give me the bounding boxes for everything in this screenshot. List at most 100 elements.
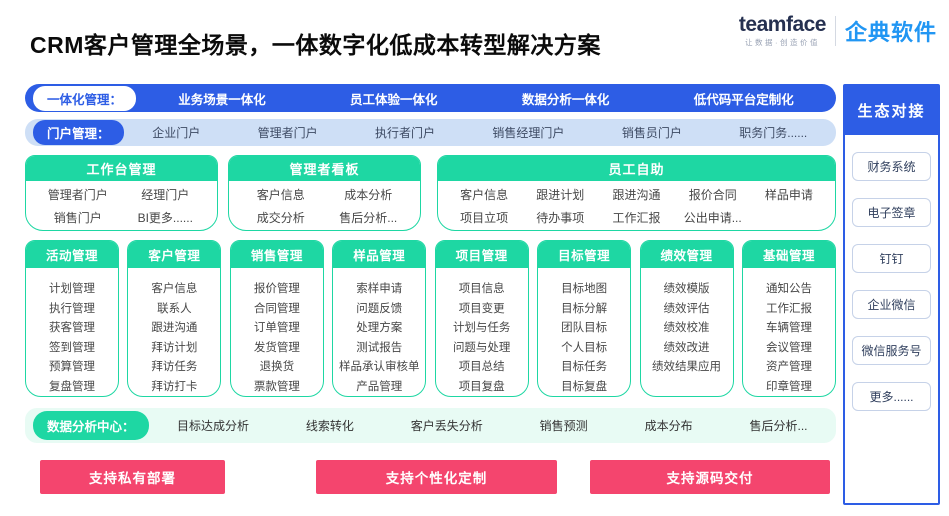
portal-item: 职务门务...... [739, 126, 808, 140]
card-item: 管理者门户 [47, 188, 108, 202]
card-employee-selfservice: 员工自助 客户信息 跟进计划 跟进沟通 报价合同 样品申请 项目立项 待办事项 … [437, 155, 836, 231]
module-items: 报价管理 合同管理 订单管理 发货管理 退换货 票款管理 [231, 268, 323, 396]
integration-bar-items: 业务场景一体化 员工体验一体化 数据分析一体化 低代码平台定制化 [136, 89, 836, 108]
module-items: 绩效模版 绩效评估 绩效校准 绩效改进 绩效结果应用 [641, 268, 733, 378]
module-sales: 销售管理 报价管理 合同管理 订单管理 发货管理 退换货 票款管理 [229, 240, 324, 397]
module-item: 客户信息 [151, 283, 198, 295]
analysis-bar: 数据分析中心： 目标达成分析 线索转化 客户丢失分析 销售预测 成本分布 售后分… [25, 408, 836, 443]
eco-item-finance: 财务系统 [852, 152, 931, 181]
card-employee-selfservice-items: 客户信息 跟进计划 跟进沟通 报价合同 样品申请 项目立项 待办事项 工作汇报 … [438, 181, 835, 230]
module-item: 项目复盘 [458, 380, 505, 393]
card-item: 售后分析... [339, 211, 398, 225]
module-item: 绩效校准 [663, 322, 710, 334]
support-private-deploy-banner: 支持私有部署 [40, 460, 225, 494]
card-workbench: 工作台管理 管理者门户 经理门户 销售门户 BI更多...... [25, 155, 218, 231]
module-item: 目标复盘 [561, 380, 608, 393]
module-items: 目标地图 目标分解 团队目标 个人目标 目标任务 目标复盘 [538, 268, 630, 396]
portal-item: 销售员门户 [621, 126, 682, 140]
analysis-item: 目标达成分析 [176, 419, 249, 433]
module-item: 拜访任务 [151, 361, 198, 373]
module-grid: 活动管理 计划管理 执行管理 获客管理 签到管理 预算管理 复盘管理 客户管理 … [25, 240, 836, 397]
logo-brand-text: teamface [738, 13, 827, 36]
integration-item: 员工体验一体化 [350, 92, 438, 107]
analysis-bar-items: 目标达成分析 线索转化 客户丢失分析 销售预测 成本分布 售后分析... [149, 417, 836, 434]
card-workbench-title: 工作台管理 [26, 156, 217, 181]
card-manager-board-title: 管理者看板 [229, 156, 420, 181]
module-item: 目标分解 [561, 302, 608, 315]
module-item: 工作汇报 [765, 302, 812, 315]
portal-bar-items: 企业门户 管理者门户 执行者门户 销售经理门户 销售员门户 职务门务...... [124, 124, 836, 141]
card-workbench-items: 管理者门户 经理门户 销售门户 BI更多...... [26, 181, 217, 230]
integration-bar-label: 一体化管理： [33, 85, 137, 111]
integration-item: 数据分析一体化 [521, 92, 610, 107]
portal-bar: 门户管理： 企业门户 管理者门户 执行者门户 销售经理门户 销售员门户 职务门务… [25, 119, 836, 146]
eco-item-dingtalk: 钉钉 [852, 244, 931, 273]
brand-logo: teamface 让数据·创造价值 企典软件 [739, 14, 937, 48]
analysis-item: 销售预测 [539, 419, 588, 433]
module-item: 车辆管理 [765, 322, 812, 334]
integration-bar: 一体化管理： 业务场景一体化 员工体验一体化 数据分析一体化 低代码平台定制化 [25, 84, 836, 112]
module-item: 绩效评估 [663, 302, 710, 315]
module-project: 项目管理 项目信息 项目变更 计划与任务 问题与处理 项目总结 项目复盘 [434, 240, 529, 397]
module-item: 签到管理 [49, 341, 95, 354]
module-item: 处理方案 [356, 322, 403, 334]
eco-item-wecom: 企业微信 [852, 290, 931, 319]
module-items: 索样申请 问题反馈 处理方案 测试报告 样品承认审核单 产品管理 [333, 268, 425, 396]
card-manager-board-items: 客户信息 成本分析 成交分析 售后分析... [229, 181, 420, 230]
portal-item: 管理者门户 [257, 126, 318, 140]
module-item: 票款管理 [253, 380, 300, 393]
module-item: 绩效模版 [663, 283, 710, 295]
logo-product-name: 企典软件 [844, 20, 937, 45]
ecosystem-sidebar: 生态对接 财务系统 电子签章 钉钉 企业微信 微信服务号 更多...... [843, 84, 940, 505]
module-title: 目标管理 [538, 241, 631, 268]
module-item: 测试报告 [356, 341, 403, 354]
eco-item-esign: 电子签章 [852, 198, 931, 227]
card-item: 经理门户 [141, 188, 190, 202]
module-items: 通知公告 工作汇报 车辆管理 会议管理 资产管理 印章管理 [743, 268, 835, 396]
card-item: 报价合同 [688, 188, 737, 202]
portal-item: 销售经理门户 [492, 126, 565, 140]
card-employee-selfservice-title: 员工自助 [438, 156, 835, 181]
module-activity: 活动管理 计划管理 执行管理 获客管理 签到管理 预算管理 复盘管理 [25, 240, 119, 397]
integration-item: 低代码平台定制化 [693, 92, 794, 107]
module-item: 索样申请 [356, 283, 403, 295]
portal-item: 执行者门户 [375, 126, 436, 140]
ecosystem-sidebar-title: 生态对接 [845, 86, 938, 135]
analysis-item: 成本分布 [644, 419, 693, 433]
module-item: 项目变更 [458, 302, 505, 315]
card-item: 客户信息 [256, 188, 305, 202]
module-item: 获客管理 [49, 322, 95, 334]
module-items: 客户信息 联系人 跟进沟通 拜访计划 拜访任务 拜访打卡 [128, 268, 220, 396]
module-items: 计划管理 执行管理 获客管理 签到管理 预算管理 复盘管理 [26, 268, 118, 396]
module-item: 样品承认审核单 [339, 361, 420, 373]
card-item: 成交分析 [256, 211, 305, 225]
module-item: 报价管理 [253, 283, 300, 295]
card-item: 待办事项 [536, 211, 585, 225]
module-item: 目标任务 [561, 361, 608, 373]
module-basic: 基础管理 通知公告 工作汇报 车辆管理 会议管理 资产管理 印章管理 [741, 240, 836, 397]
eco-item-more: 更多...... [852, 382, 931, 411]
portal-bar-label: 门户管理： [33, 120, 124, 145]
logo-wordmark: teamface 让数据·创造价值 [738, 13, 827, 48]
card-item: 客户信息 [460, 188, 509, 202]
module-item: 印章管理 [765, 380, 812, 393]
module-sample: 样品管理 索样申请 问题反馈 处理方案 测试报告 样品承认审核单 产品管理 [332, 240, 427, 397]
module-performance: 绩效管理 绩效模版 绩效评估 绩效校准 绩效改进 绩效结果应用 [639, 240, 734, 397]
portal-item: 企业门户 [152, 126, 201, 140]
module-title: 项目管理 [435, 241, 528, 268]
card-item: 跟进计划 [536, 188, 585, 202]
support-source-delivery-banner: 支持源码交付 [590, 460, 830, 494]
module-item: 问题与处理 [452, 341, 511, 354]
module-item: 绩效改进 [663, 341, 710, 354]
card-item: 成本分析 [344, 188, 393, 202]
eco-item-wechat-service: 微信服务号 [852, 336, 931, 365]
analysis-bar-label: 数据分析中心： [33, 411, 149, 440]
module-title: 绩效管理 [640, 241, 733, 268]
card-item: 工作汇报 [612, 211, 661, 225]
card-item: BI更多...... [137, 211, 193, 225]
module-item: 合同管理 [253, 302, 300, 315]
module-item: 计划与任务 [452, 322, 511, 334]
logo-divider [834, 16, 836, 46]
module-item: 项目信息 [458, 283, 505, 295]
card-item: 跟进沟通 [612, 188, 661, 202]
